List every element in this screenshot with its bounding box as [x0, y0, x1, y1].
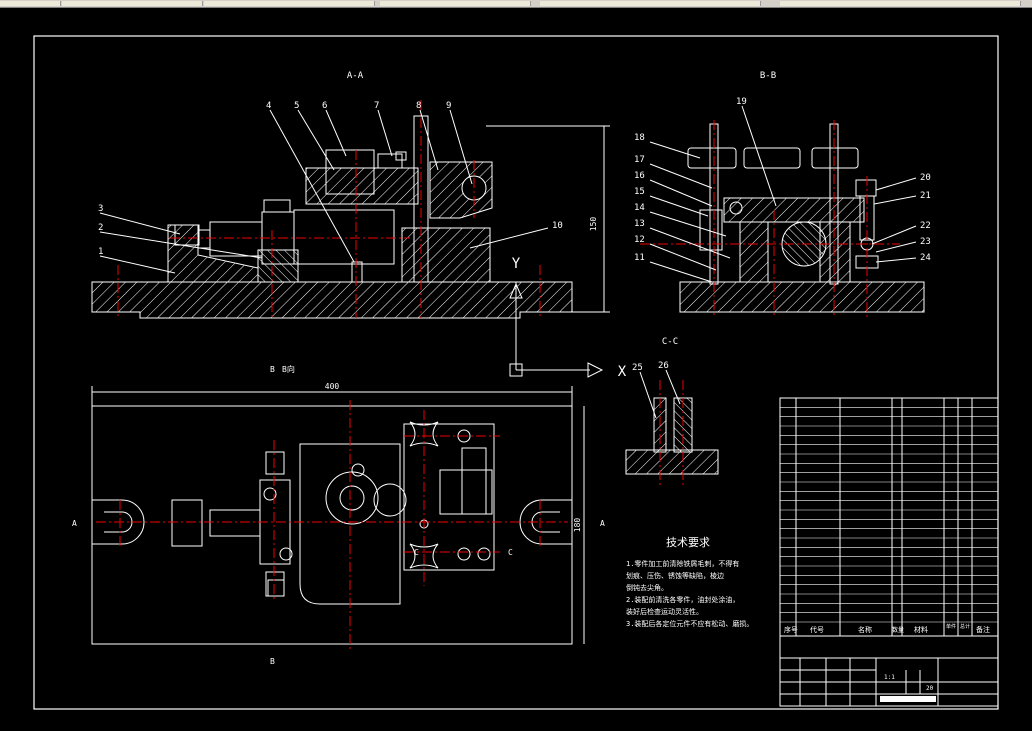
balloon-25: 25	[632, 363, 643, 373]
balloon-2: 2	[98, 223, 103, 233]
section-bb-view: B-B 18 17	[634, 71, 931, 318]
top-clamp	[305, 167, 419, 205]
tech-req-title: 技术要求	[666, 536, 710, 549]
balloon-17: 17	[634, 155, 645, 165]
balloon-6: 6	[322, 101, 327, 111]
length-dimension: 400	[325, 382, 340, 391]
balloon-10: 10	[552, 221, 563, 231]
section-mark-c-left: C	[414, 548, 419, 557]
section-mark-b-top: B	[270, 365, 275, 374]
header-remark: 备注	[976, 625, 990, 634]
balloon-18: 18	[634, 133, 645, 143]
balloon-26: 26	[658, 361, 669, 371]
balloon-8: 8	[416, 101, 421, 111]
header-code: 代号	[810, 625, 824, 634]
toolbar-segment[interactable]	[780, 1, 1021, 6]
tech-req-line-4: 2.装配前清洗各零件，油封处涂油，	[626, 595, 739, 604]
balloon-21: 21	[920, 191, 931, 201]
cad-drawing-canvas[interactable]: A-A 150	[0, 8, 1032, 731]
header-no: 序号	[784, 625, 798, 634]
header-name: 名称	[858, 625, 872, 634]
base-plate	[91, 281, 573, 319]
section-aa-label: A-A	[347, 71, 364, 81]
balloon-15: 15	[634, 187, 645, 197]
toolbar-segment[interactable]	[0, 1, 61, 6]
balloon-19: 19	[736, 97, 747, 107]
window-toolbar	[0, 0, 1032, 8]
tech-req-line-5: 装好后检查运动灵活性。	[626, 607, 703, 616]
section-mark-c-right: C	[508, 548, 513, 557]
header-material: 材料	[914, 625, 928, 634]
ucs-icon: Y X	[509, 256, 627, 380]
toolbar-segment[interactable]	[540, 1, 761, 6]
clamp-body	[293, 209, 395, 265]
toolbar-segment[interactable]	[380, 1, 531, 6]
balloon-4: 4	[266, 101, 271, 111]
section-mark-a-left: A	[72, 519, 77, 528]
technical-requirements: 技术要求 1.零件加工前清除铁屑毛刺，不得有 划痕、压伤、锈蚀等缺陷，棱边 倒钝…	[626, 536, 753, 628]
balloon-22: 22	[920, 221, 931, 231]
toolbar-segment[interactable]	[62, 1, 203, 6]
balloon-12: 12	[634, 235, 645, 245]
section-mark-a-right: A	[600, 519, 605, 528]
side-base	[679, 281, 925, 313]
balloon-20: 20	[920, 173, 931, 183]
right-block	[401, 227, 491, 283]
balloon-11: 11	[634, 253, 645, 263]
width-dimension: 180	[573, 518, 582, 533]
tech-req-line-3: 倒钝去尖角。	[626, 583, 668, 592]
tech-req-line-1: 1.零件加工前清除铁屑毛刺，不得有	[626, 559, 739, 568]
ucs-y-label: Y	[512, 256, 521, 272]
header-unit: 单件	[946, 623, 956, 630]
ucs-x-label: X	[618, 364, 627, 380]
plan-clamp-plate	[299, 443, 401, 605]
section-cc-label: C-C	[662, 337, 678, 347]
balloon-16: 16	[634, 171, 645, 181]
balloon-14: 14	[634, 203, 645, 213]
plan-base-outline	[91, 405, 573, 645]
header-qty: 数量	[892, 626, 904, 634]
balloon-7: 7	[374, 101, 379, 111]
toolbar-segment[interactable]	[204, 1, 375, 6]
balloon-13: 13	[634, 219, 645, 229]
section-bb-label: B-B	[760, 71, 776, 81]
title-block: 1:1 20	[779, 635, 999, 707]
tech-req-line-2: 划痕、压伤、锈蚀等缺陷，棱边	[626, 571, 724, 580]
view-b-label: B向	[282, 364, 295, 374]
side-clamp-plate	[723, 197, 865, 223]
balloon-9: 9	[446, 101, 451, 111]
title-block-scale: 1:1	[884, 674, 895, 681]
header-total: 总计	[960, 623, 970, 630]
tech-req-line-6: 3.装配后各定位元件不应有松动、磨损。	[626, 619, 753, 628]
height-dimension: 150	[589, 217, 598, 232]
drawing-border	[33, 35, 999, 710]
balloon-5: 5	[294, 101, 299, 111]
plan-view: B向 400 180	[72, 364, 605, 666]
balloon-3: 3	[98, 204, 103, 214]
section-mark-b-bottom: B	[270, 657, 275, 666]
balloon-1: 1	[98, 247, 103, 257]
section-cc-view: C-C 25 26	[625, 337, 719, 486]
left-support	[167, 224, 259, 283]
balloon-24: 24	[920, 253, 931, 263]
balloon-23: 23	[920, 237, 931, 247]
section-aa-view: A-A 150	[91, 71, 610, 319]
parts-list: 序号 代号 名称 数量 材料 单件 总计 备注	[779, 397, 999, 637]
title-block-sheet: 20	[926, 685, 934, 692]
